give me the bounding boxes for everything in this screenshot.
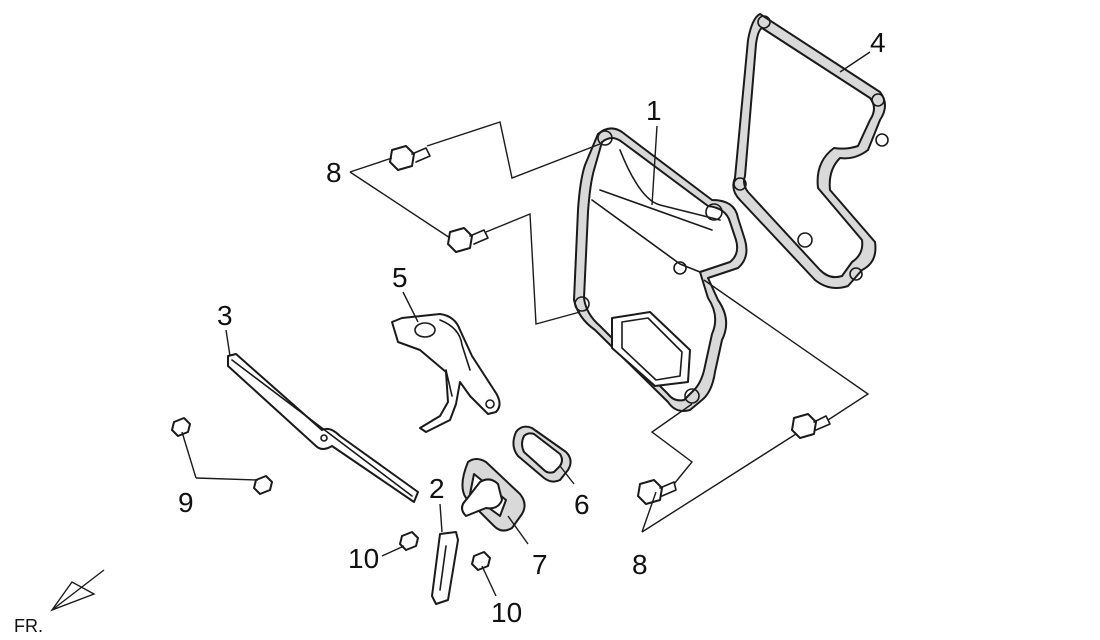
- plate-part-3: [227, 353, 419, 503]
- callout-7: 7: [532, 549, 548, 580]
- callout-1: 1: [646, 95, 662, 126]
- callout-10-right: 10: [491, 597, 522, 628]
- bolt-part-8-right: [791, 413, 831, 439]
- bracket-part-5: [391, 313, 501, 433]
- bolt-part-8-upper-left: [389, 145, 431, 171]
- callout-5: 5: [392, 262, 408, 293]
- callout-3: 3: [217, 300, 233, 331]
- callout-9: 9: [178, 487, 194, 518]
- callout-4: 4: [870, 27, 886, 58]
- callout-10-left: 10: [348, 543, 379, 574]
- strip-part-2: [431, 531, 459, 605]
- screw-part-10-left: [399, 531, 419, 551]
- callout-8-lower: 8: [632, 549, 648, 580]
- screw-part-9-lower: [253, 475, 273, 495]
- screw-part-9-upper: [171, 417, 191, 437]
- callout-2: 2: [429, 473, 445, 504]
- bolt-part-8-mid-left: [447, 227, 489, 253]
- front-orientation-arrow-icon: [50, 569, 105, 612]
- callout-6: 6: [574, 489, 590, 520]
- leader-lines: [181, 51, 871, 597]
- front-orientation-label: FR.: [14, 616, 43, 636]
- grommet-part-6: [512, 425, 572, 483]
- screw-part-10-right: [471, 551, 491, 571]
- gasket-part-4: [732, 13, 889, 289]
- head-cover-part-1: [573, 127, 748, 412]
- callout-8-upper: 8: [326, 157, 342, 188]
- breather-part-7: [461, 458, 526, 532]
- bolt-part-8-lower: [637, 479, 677, 505]
